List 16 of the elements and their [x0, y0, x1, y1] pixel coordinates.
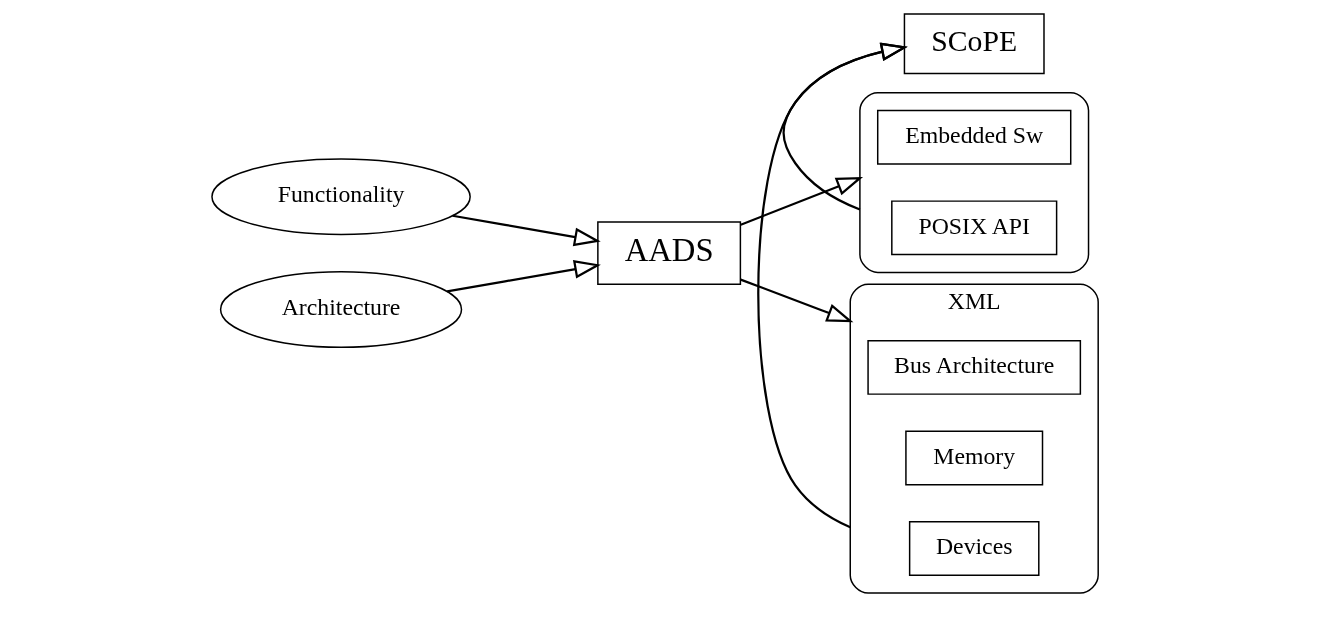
arrow [756, 42, 908, 529]
node-ellipse: Architecture [219, 271, 462, 348]
arrow [739, 176, 863, 226]
node-ellipse: Functionality [210, 158, 471, 236]
arrow [446, 260, 601, 293]
node-box: SCoPE [903, 13, 1045, 75]
arrow [451, 214, 601, 247]
node-box: Bus Architecture [866, 339, 1081, 395]
node-box: Embedded Sw [876, 109, 1071, 165]
node-box: AADS [596, 221, 741, 285]
arrow [739, 278, 853, 323]
cluster [858, 92, 1089, 274]
node-box: POSIX API [890, 200, 1057, 256]
node-box: Memory [904, 430, 1043, 486]
arrow [782, 42, 908, 211]
node-box: Devices [908, 521, 1040, 576]
